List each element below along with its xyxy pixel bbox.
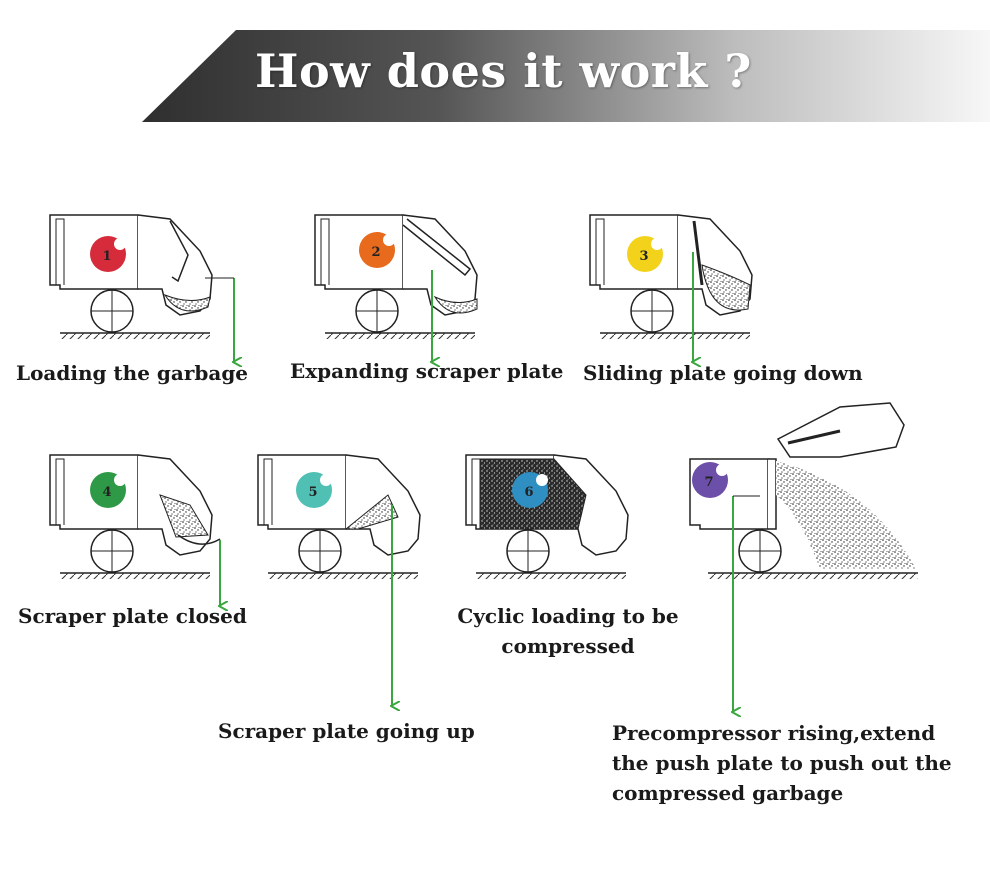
step-5-caption: Scraper plate going up [218, 719, 475, 743]
step-4-badge: 4 [90, 472, 126, 508]
step-6-truck [465, 454, 629, 580]
step-3-truck [589, 214, 753, 340]
step-5-truck [257, 454, 421, 580]
step-1-caption: Loading the garbage [16, 361, 249, 385]
step-5-badge: 5 [296, 472, 332, 508]
step-5-number: 5 [308, 485, 317, 500]
step-4-number: 4 [102, 485, 111, 500]
step-6-badge: 6 [512, 472, 548, 508]
step-7-caption-line-1: Precompressor rising,extend [612, 721, 936, 745]
step-7-caption-line-3: compressed garbage [612, 781, 844, 805]
step-2-badge: 2 [359, 232, 395, 268]
step-7-badge: 7 [692, 462, 728, 498]
step-7-caption: Precompressor rising,extend the push pla… [612, 718, 952, 808]
step-1-truck [49, 214, 213, 340]
step-6-caption-line-2: compressed [501, 634, 635, 658]
step-7-caption-line-2: the push plate to push out the [612, 751, 952, 775]
step-4-truck [49, 454, 221, 580]
step-6-caption-line-1: Cyclic loading to be [457, 604, 679, 628]
step-6-number: 6 [524, 485, 533, 500]
step-1-badge: 1 [90, 236, 126, 272]
title-banner [142, 30, 990, 122]
step-3-number: 3 [639, 249, 648, 264]
step-3-badge: 3 [627, 236, 663, 272]
step-3-caption: Sliding plate going down [583, 361, 863, 385]
page-title: How does it work ? [255, 44, 752, 98]
step-1-number: 1 [102, 249, 111, 264]
step-6-caption: Cyclic loading to be compressed [452, 601, 684, 661]
step-7-truck [689, 402, 918, 579]
step-2-number: 2 [371, 245, 380, 260]
step-7-number: 7 [704, 475, 713, 490]
step-4-caption: Scraper plate closed [18, 604, 247, 628]
step-2-caption: Expanding scraper plate [290, 359, 564, 383]
step-2-truck [314, 214, 478, 340]
